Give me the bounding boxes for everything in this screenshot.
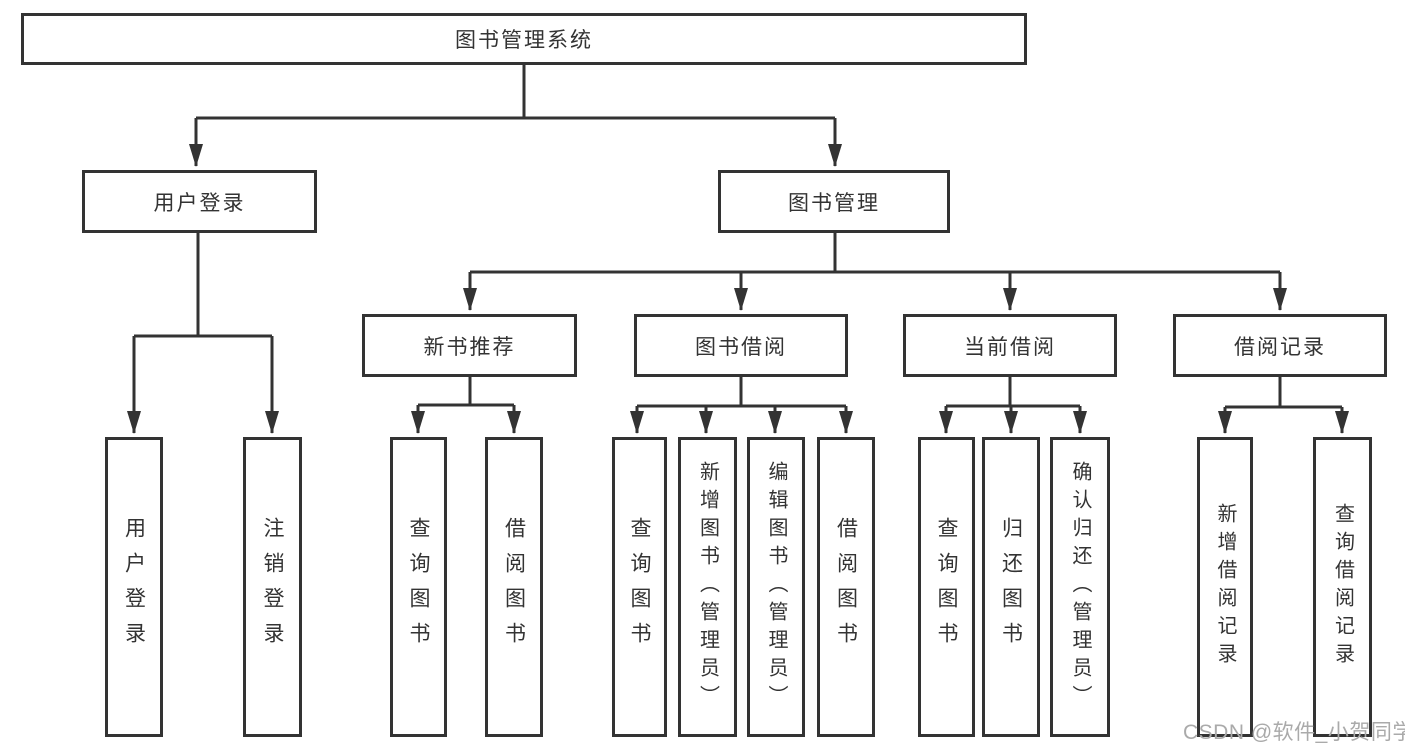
node-book-borrow: 图书借阅: [634, 314, 848, 377]
leaf-confirm-return-admin-label: 确认归还（管理员）: [1069, 461, 1091, 713]
node-root-label: 图书管理系统: [455, 29, 593, 52]
node-current-borrow-label: 当前借阅: [964, 335, 1056, 359]
leaf-return-book: 归还图书: [982, 437, 1040, 737]
node-root: 图书管理系统: [21, 13, 1027, 65]
leaf-logout: 注销登录: [243, 437, 302, 737]
leaf-query-borrow-record: 查询借阅记录: [1313, 437, 1372, 737]
node-book-management-label: 图书管理: [788, 191, 880, 215]
node-book-management: 图书管理: [718, 170, 950, 233]
node-user-login-label: 用户登录: [153, 191, 246, 215]
node-borrow-records-label: 借阅记录: [1234, 335, 1326, 359]
leaf-add-book-admin-label: 新增图书（管理员）: [696, 461, 719, 713]
leaf-user-login-label: 用户登录: [122, 517, 146, 657]
leaf-add-borrow-record-label: 新增借阅记录: [1214, 503, 1236, 671]
node-borrow-records: 借阅记录: [1173, 314, 1387, 377]
leaf-add-book-admin: 新增图书（管理员）: [678, 437, 737, 737]
node-new-book-recommend: 新书推荐: [362, 314, 577, 377]
leaf-borrow-books-1-label: 借阅图书: [502, 517, 526, 657]
node-current-borrow: 当前借阅: [903, 314, 1117, 377]
leaf-query-books-1-label: 查询图书: [407, 517, 430, 657]
leaf-query-books-1: 查询图书: [390, 437, 447, 737]
leaf-logout-label: 注销登录: [261, 517, 284, 657]
node-new-book-recommend-label: 新书推荐: [423, 335, 516, 359]
csdn-watermark: CSDN @软件_小贺同学: [1183, 721, 1405, 744]
leaf-borrow-books-2: 借阅图书: [817, 437, 875, 737]
node-book-borrow-label: 图书借阅: [695, 335, 787, 359]
leaf-add-borrow-record: 新增借阅记录: [1197, 437, 1253, 737]
leaf-edit-book-admin: 编辑图书（管理员）: [747, 437, 805, 737]
leaf-query-books-2-label: 查询图书: [628, 517, 651, 657]
node-user-login: 用户登录: [82, 170, 317, 233]
leaf-query-borrow-record-label: 查询借阅记录: [1331, 503, 1354, 671]
leaf-query-books-3: 查询图书: [918, 437, 975, 737]
leaf-user-login: 用户登录: [105, 437, 163, 737]
leaf-edit-book-admin-label: 编辑图书（管理员）: [765, 461, 787, 713]
leaf-confirm-return-admin: 确认归还（管理员）: [1050, 437, 1110, 737]
connectors: [127, 65, 1349, 434]
leaf-query-books-2: 查询图书: [612, 437, 667, 737]
leaf-borrow-books-1: 借阅图书: [485, 437, 543, 737]
leaf-return-book-label: 归还图书: [999, 517, 1023, 657]
leaf-borrow-books-2-label: 借阅图书: [834, 517, 858, 657]
leaf-query-books-3-label: 查询图书: [935, 517, 958, 657]
